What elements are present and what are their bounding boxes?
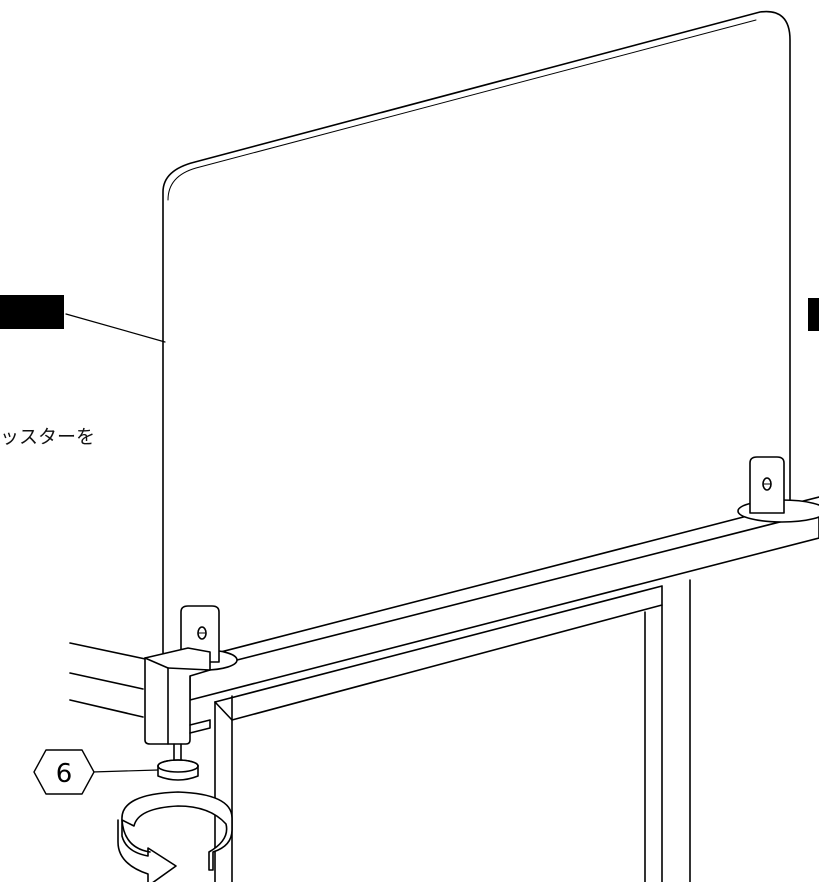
instruction-caption: ッスターを: [0, 426, 96, 448]
desk-apron: [214, 585, 663, 721]
callout-leader-step: [91, 769, 159, 773]
bracket-right: [737, 456, 819, 523]
step-number: 6: [56, 759, 73, 789]
desk-leg-right: [644, 579, 691, 883]
step-marker: 6: [33, 749, 95, 795]
part-label-right: [808, 298, 819, 331]
rotate-arrow-icon: [117, 791, 233, 887]
desk-leg-left: [214, 695, 233, 883]
callout-leader-left: [65, 313, 166, 343]
adjacent-desk-edge: [69, 642, 151, 718]
part-label-left: [0, 295, 64, 329]
clamp-screw: [157, 743, 199, 781]
desk-clamp: [144, 647, 211, 745]
